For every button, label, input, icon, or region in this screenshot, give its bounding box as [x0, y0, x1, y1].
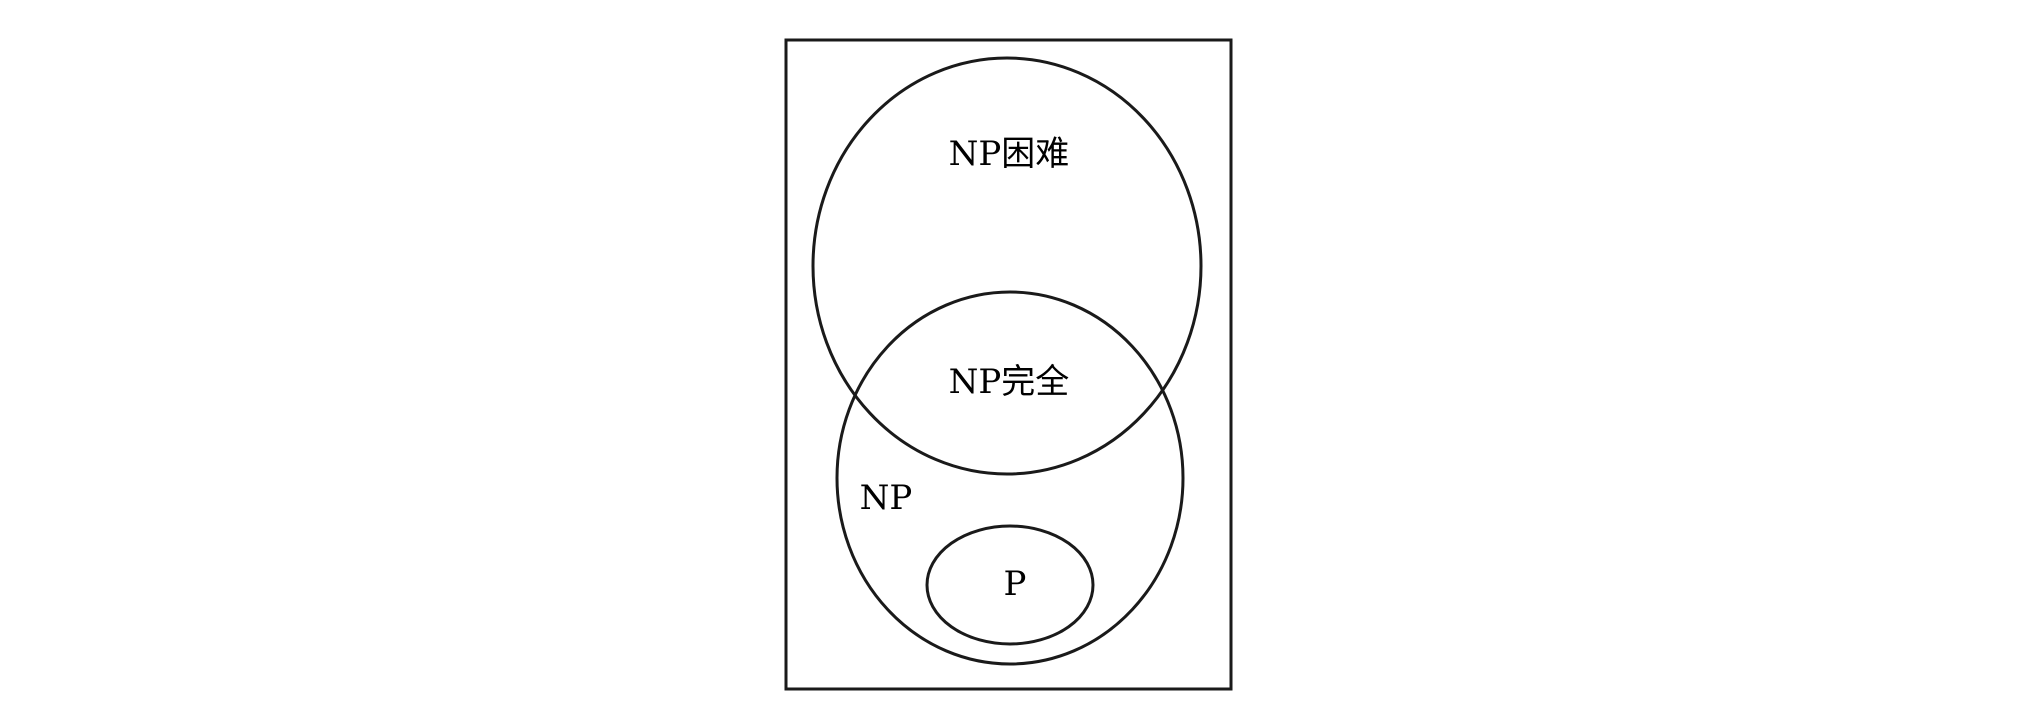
np-label: NP	[860, 478, 913, 518]
p-label: P	[1004, 564, 1027, 604]
np-hard-ellipse	[811, 56, 1203, 476]
np-ellipse	[835, 290, 1185, 666]
np-hard-label: NP困难	[949, 134, 1070, 174]
outer-frame	[784, 38, 1233, 691]
p-ellipse	[925, 524, 1095, 646]
np-complete-label: NP完全	[949, 362, 1070, 402]
